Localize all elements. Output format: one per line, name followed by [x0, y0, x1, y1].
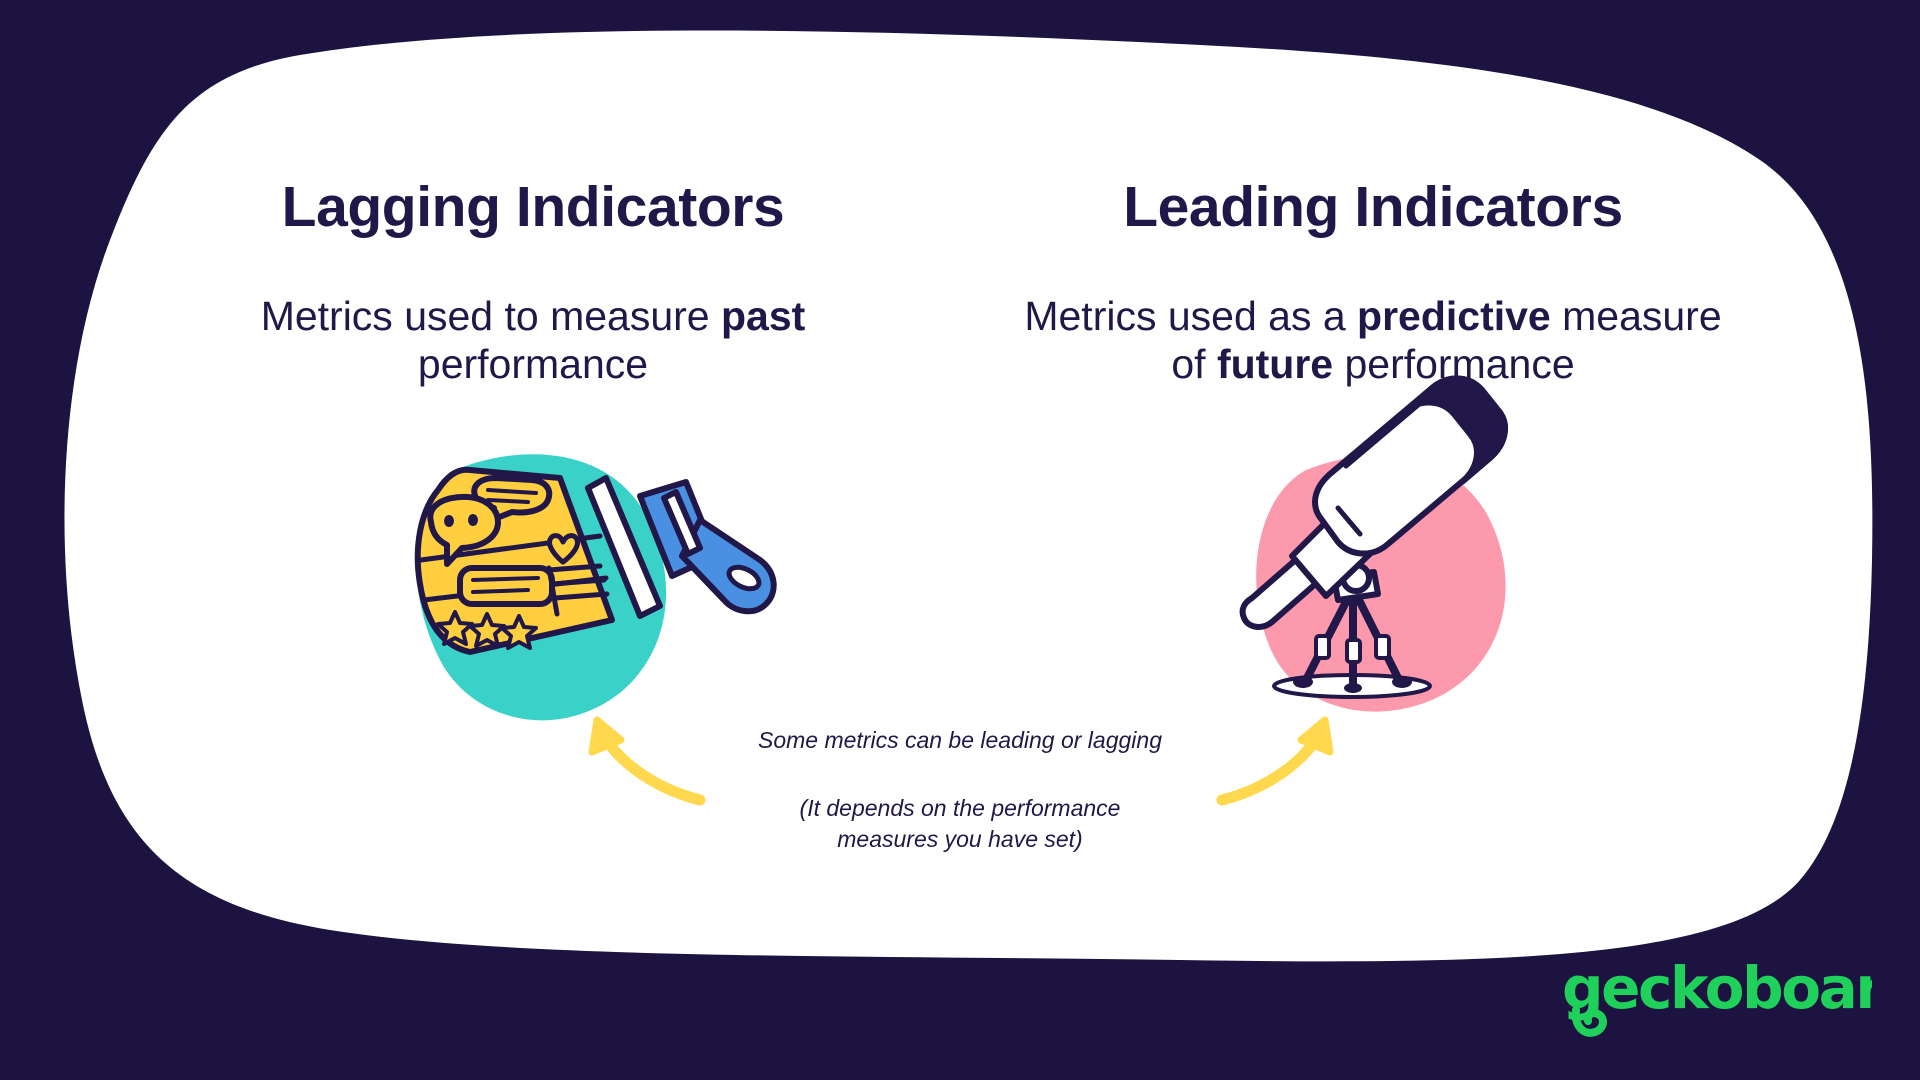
body-lagging-emph-past: past	[720, 292, 806, 339]
column-leading: Leading Indicators Metrics used as a pre…	[938, 175, 1808, 389]
body-leading-emph-future: future	[1216, 341, 1334, 388]
caption-line-2: (It depends on the performance	[799, 795, 1121, 821]
caption-line-1: Some metrics can be leading or lagging	[757, 727, 1162, 753]
body-lagging-part-2: performance	[417, 341, 649, 388]
megaphone-icon	[414, 466, 777, 655]
caption-line-3: measures you have set)	[837, 826, 1083, 853]
column-lagging: Lagging Indicators Metrics used to measu…	[118, 175, 948, 389]
geckoboard-logo: geckoboard	[1562, 954, 1872, 1038]
body-leading-part-2: measure of	[1171, 292, 1722, 388]
heading-lagging: Lagging Indicators	[281, 175, 785, 239]
body-lagging: Metrics used to measure past performance	[118, 292, 948, 389]
arrow-to-lagging	[588, 716, 706, 806]
caption-block-2: (It depends on the performance measures …	[560, 793, 1360, 855]
body-lagging-part-0: Metrics used to measure	[260, 292, 721, 339]
body-leading-part-0: Metrics used as a	[1024, 292, 1358, 339]
arrow-to-leading	[1216, 716, 1334, 806]
heading-leading: Leading Indicators	[1123, 175, 1623, 239]
geckoboard-wordmark-icon: geckoboard	[1562, 954, 1872, 1037]
logo-wordmark-text: geckoboard	[1562, 954, 1872, 1022]
body-leading-emph-predictive: predictive	[1357, 292, 1551, 339]
telescope-icon	[1239, 375, 1508, 699]
